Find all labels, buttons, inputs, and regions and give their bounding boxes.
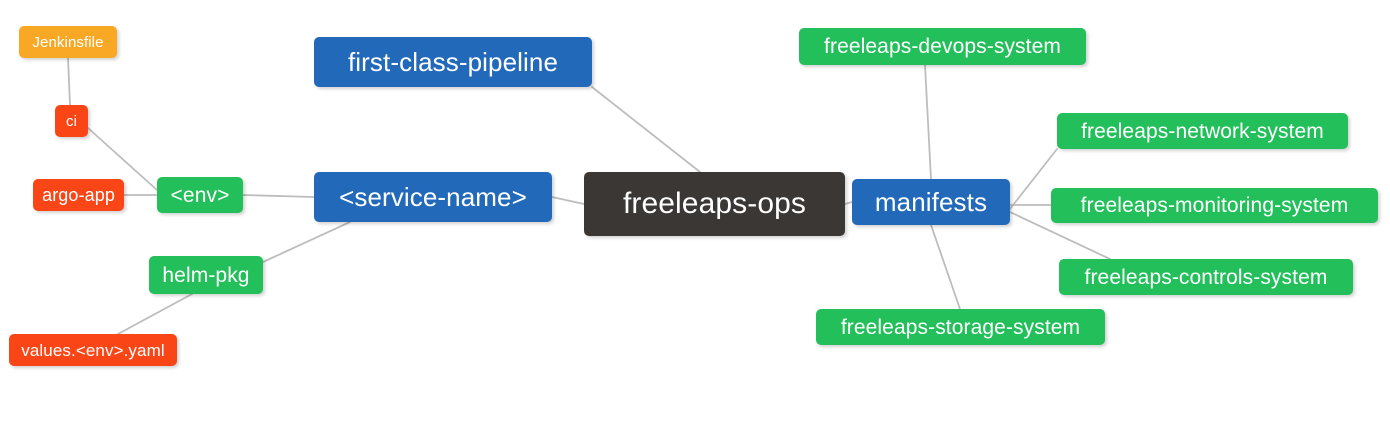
node-label-freeleaps-controls-system: freeleaps-controls-system (1084, 265, 1328, 289)
node-jenkinsfile[interactable]: Jenkinsfile (19, 26, 117, 58)
edge-ci-to-jenkinsfile (67, 57, 71, 106)
node-freeleaps-monitoring-system[interactable]: freeleaps-monitoring-system (1051, 188, 1378, 223)
node-label-first-class-pipeline: first-class-pipeline (347, 47, 559, 77)
node-env[interactable]: <env> (157, 177, 243, 213)
node-label-env: <env> (170, 183, 230, 207)
node-first-class-pipeline[interactable]: first-class-pipeline (314, 37, 592, 87)
edge-manifests-to-freeleaps-storage-system (930, 224, 961, 310)
node-label-values-yaml: values.<env>.yaml (21, 340, 165, 360)
edge-freeleaps-ops-to-service-name (551, 196, 585, 205)
node-label-service-name: <service-name> (339, 182, 527, 212)
node-freeleaps-controls-system[interactable]: freeleaps-controls-system (1059, 259, 1353, 295)
edge-manifests-to-freeleaps-network-system (1009, 148, 1058, 210)
node-label-freeleaps-devops-system: freeleaps-devops-system (824, 35, 1061, 58)
node-label-argo-app: argo-app (42, 185, 115, 205)
node-helm-pkg[interactable]: helm-pkg (149, 256, 263, 294)
node-label-manifests: manifests (874, 187, 988, 217)
node-label-freeleaps-storage-system: freeleaps-storage-system (840, 315, 1081, 339)
node-freeleaps-storage-system[interactable]: freeleaps-storage-system (816, 309, 1105, 345)
node-values-yaml[interactable]: values.<env>.yaml (9, 334, 177, 366)
node-label-jenkinsfile: Jenkinsfile (32, 33, 104, 51)
node-label-ci: ci (65, 112, 78, 130)
node-manifests[interactable]: manifests (852, 179, 1010, 225)
node-label-helm-pkg: helm-pkg (162, 263, 250, 287)
node-freeleaps-ops[interactable]: freeleaps-ops (584, 172, 845, 236)
edge-service-name-to-helm-pkg (262, 221, 351, 263)
node-label-freeleaps-network-system: freeleaps-network-system (1081, 119, 1324, 143)
edge-freeleaps-ops-to-first-class-pipeline (591, 86, 701, 173)
edge-service-name-to-env (242, 194, 315, 198)
edge-helm-pkg-to-values-yaml (117, 293, 193, 335)
node-ci[interactable]: ci (55, 105, 88, 137)
node-label-freeleaps-ops: freeleaps-ops (622, 187, 807, 220)
edge-freeleaps-ops-to-manifests (844, 201, 853, 205)
node-freeleaps-devops-system[interactable]: freeleaps-devops-system (799, 28, 1086, 65)
node-label-freeleaps-monitoring-system: freeleaps-monitoring-system (1080, 194, 1349, 217)
node-freeleaps-network-system[interactable]: freeleaps-network-system (1057, 113, 1348, 149)
node-argo-app[interactable]: argo-app (33, 179, 124, 211)
node-service-name[interactable]: <service-name> (314, 172, 552, 222)
edge-manifests-to-freeleaps-devops-system (924, 64, 932, 180)
